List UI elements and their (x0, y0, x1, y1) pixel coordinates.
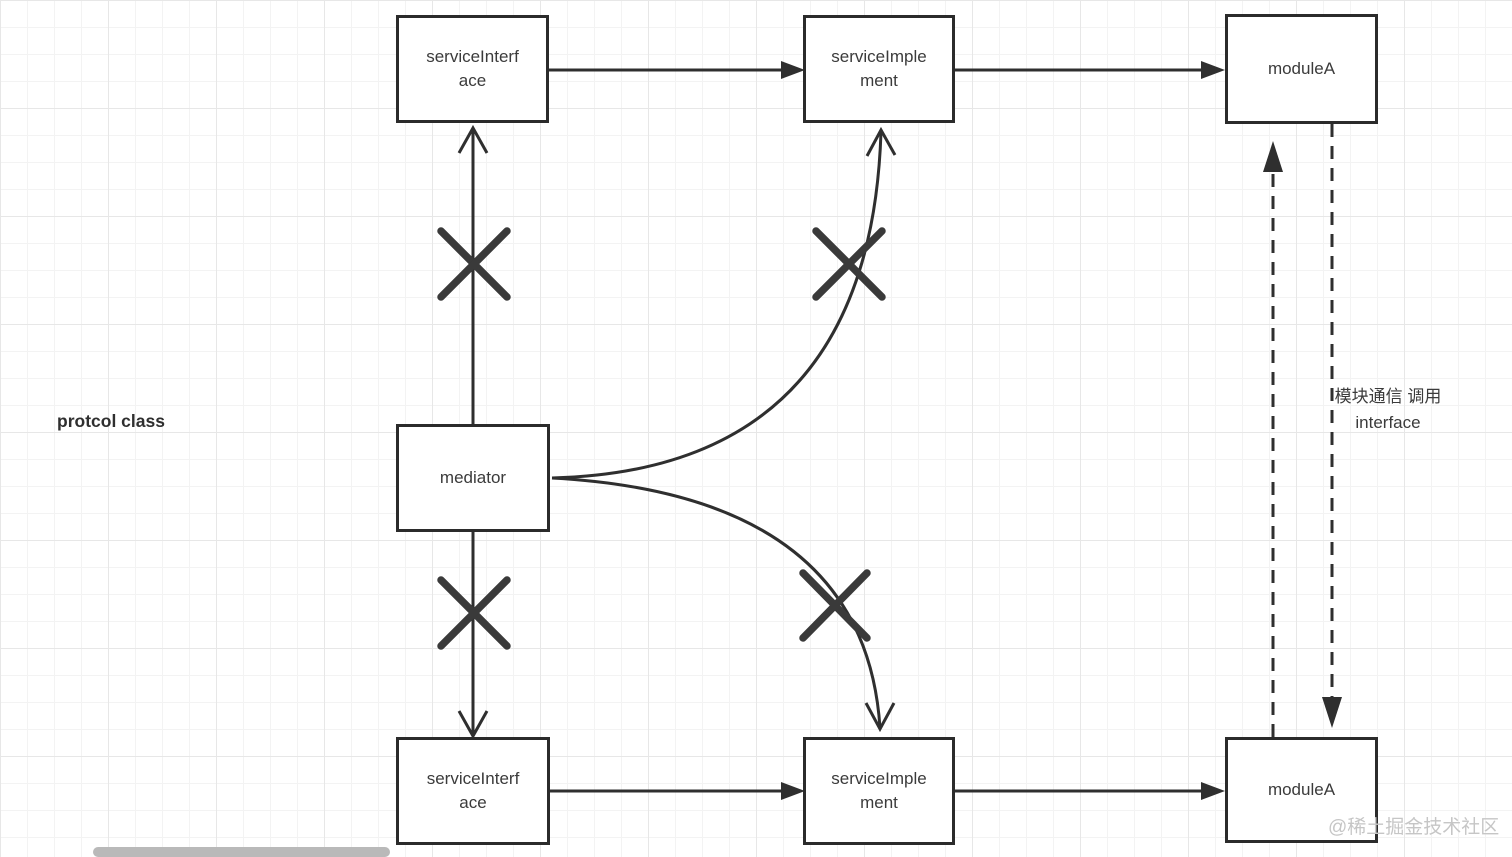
watermark-text: @稀土掘金技术社区 (1328, 817, 1500, 838)
arrow-mediator-to-bottom-interface (457, 532, 489, 740)
dashed-arrow-top-to-bottom-modulea (1322, 124, 1342, 728)
x-mark-bottom-left (437, 576, 511, 650)
arrow-bottom-implement-to-modulea (955, 782, 1225, 800)
node-label-line: moduleA (1267, 779, 1336, 799)
module-communication-label-line1: 模块通信 调用 (1334, 387, 1442, 406)
node-label-line: ment (860, 793, 898, 812)
node-label-line: ment (860, 71, 898, 90)
module-communication-label-line2: interface (1355, 412, 1421, 432)
arrow-bottom-interface-to-implement (550, 782, 805, 800)
protocol-class-label: protcol class (57, 411, 165, 431)
module-communication-label: 模块通信 调用 interface (1318, 384, 1458, 435)
node-label-line: ace (459, 793, 487, 812)
arrow-mediator-to-top-interface (457, 124, 489, 424)
horizontal-scrollbar-thumb[interactable] (93, 847, 390, 857)
node-label-line: serviceImple (831, 46, 927, 66)
x-mark-top-right (812, 227, 886, 301)
dashed-arrow-bottom-to-top-modulea (1263, 141, 1283, 737)
node-bottom-service-interface: serviceInterf ace (396, 737, 550, 845)
node-label-line: serviceInterf (426, 768, 520, 788)
node-label-line: serviceInterf (426, 46, 519, 66)
arrow-top-implement-to-modulea (955, 61, 1225, 79)
node-top-service-interface: serviceInterf ace (396, 15, 549, 123)
x-mark-top-left (437, 227, 511, 301)
node-label-line: mediator (439, 467, 507, 487)
x-mark-bottom-right (799, 569, 871, 642)
node-label-line: ace (458, 71, 487, 90)
node-bottom-module-a: moduleA (1225, 737, 1378, 843)
node-top-module-a: moduleA (1225, 14, 1378, 124)
curve-mediator-to-bottom-implement (551, 476, 896, 733)
curve-mediator-to-top-implement (551, 126, 897, 480)
node-top-service-implement: serviceImple ment (803, 15, 955, 123)
node-bottom-service-implement: serviceImple ment (803, 737, 955, 845)
node-label-line: moduleA (1267, 58, 1336, 78)
arrow-top-interface-to-implement (549, 61, 805, 79)
node-mediator: mediator (396, 424, 550, 532)
node-label-line: serviceImple (831, 768, 927, 788)
